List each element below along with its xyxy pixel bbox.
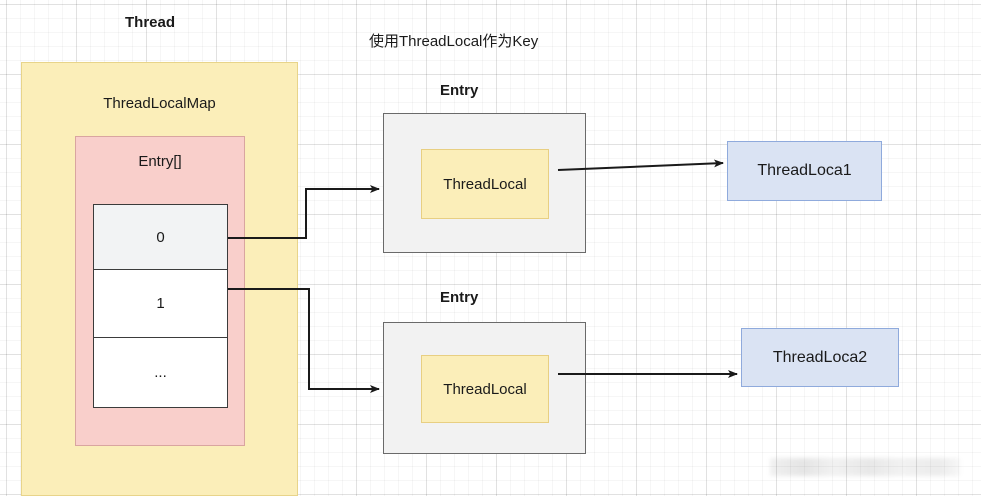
entry-array-cell-0[interactable]: 0	[93, 204, 228, 270]
entry-box-1[interactable]: ThreadLocal	[383, 113, 586, 253]
target-threadlocal-2[interactable]: ThreadLoca2	[741, 328, 899, 387]
threadlocalmap-label: ThreadLocalMap	[103, 95, 216, 112]
thread-title-label: Thread	[125, 14, 176, 31]
entry-1-caption: Entry	[440, 82, 479, 99]
key-note-label: 使用ThreadLocal作为Key	[369, 33, 539, 50]
entry-1-threadlocal-key[interactable]: ThreadLocal	[421, 149, 549, 219]
entry-array-cell-1[interactable]: 1	[93, 270, 228, 338]
target-threadlocal-1[interactable]: ThreadLoca1	[727, 141, 882, 201]
entry-2-threadlocal-key[interactable]: ThreadLocal	[421, 355, 549, 423]
watermark-redacted	[770, 458, 960, 476]
entry-2-caption: Entry	[440, 289, 479, 306]
entry-array-cell-2[interactable]: ...	[93, 338, 228, 408]
entry-array-cell-stack: 0 1 ...	[93, 204, 228, 408]
entry-array-label: Entry[]	[138, 153, 182, 170]
entry-box-2[interactable]: ThreadLocal	[383, 322, 586, 454]
